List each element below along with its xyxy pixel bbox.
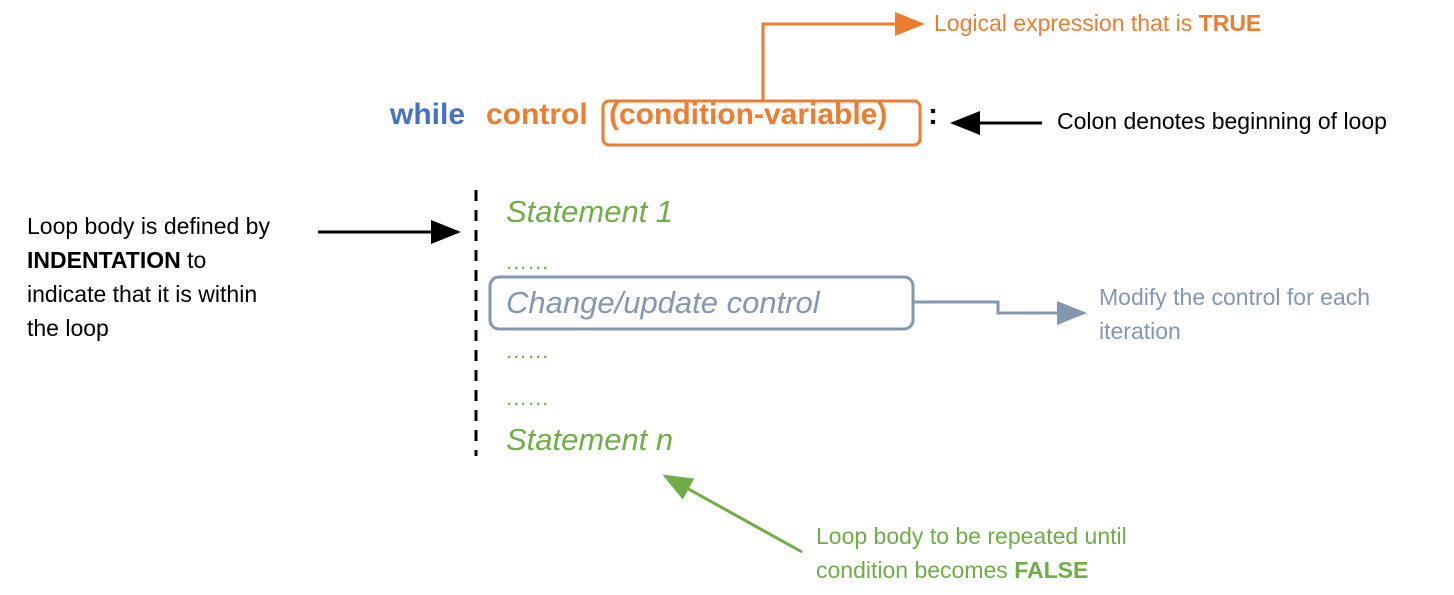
update-statement: Change/update control [506,285,820,320]
while-keyword: while [390,98,466,131]
repeat-arrow [662,474,803,554]
ellipsis-1: …… [506,249,550,274]
repeat-line-1: Loop body to be repeated until [816,523,1127,549]
ellipsis-2: …… [506,338,550,363]
indentation-emphasis: INDENTATION [27,247,181,273]
repeat-emphasis: FALSE [1014,557,1089,583]
repeat-line-2: condition becomes FALSE [816,553,1127,587]
statement-n: Statement n [506,422,674,457]
statement-1: Statement 1 [506,194,674,229]
modify-annotation: Modify the control for each iteration [1099,280,1370,348]
indentation-annotation: Loop body is defined by INDENTATION to i… [27,209,317,345]
true-emphasis: TRUE [1198,10,1262,36]
modify-line-1: Modify the control for each [1099,284,1371,310]
indentation-line-1: Loop body is defined by [27,213,270,239]
control-keyword: control [486,98,588,131]
true-annotation-text: Logical expression that is [934,10,1199,36]
indentation-line-4: the loop [27,315,109,341]
ellipsis-3: …… [506,385,550,410]
indentation-line-2: INDENTATION to [27,243,317,277]
true-annotation: Logical expression that is TRUE [934,10,1261,37]
modify-line-2: iteration [1099,318,1181,344]
condition-box [601,99,922,147]
repeat-annotation: Loop body to be repeated until condition… [816,519,1127,587]
condition-variable: (condition-variable) [609,98,888,131]
modify-arrow [913,300,1087,325]
colon-symbol: : [928,98,938,131]
true-arrow [761,12,925,100]
indentation-line-2-rest: to [180,247,207,273]
repeat-line-2-text: condition becomes [816,557,1015,583]
indentation-line-3: indicate that it is within [27,281,258,307]
colon-annotation: Colon denotes beginning of loop [1057,108,1387,134]
